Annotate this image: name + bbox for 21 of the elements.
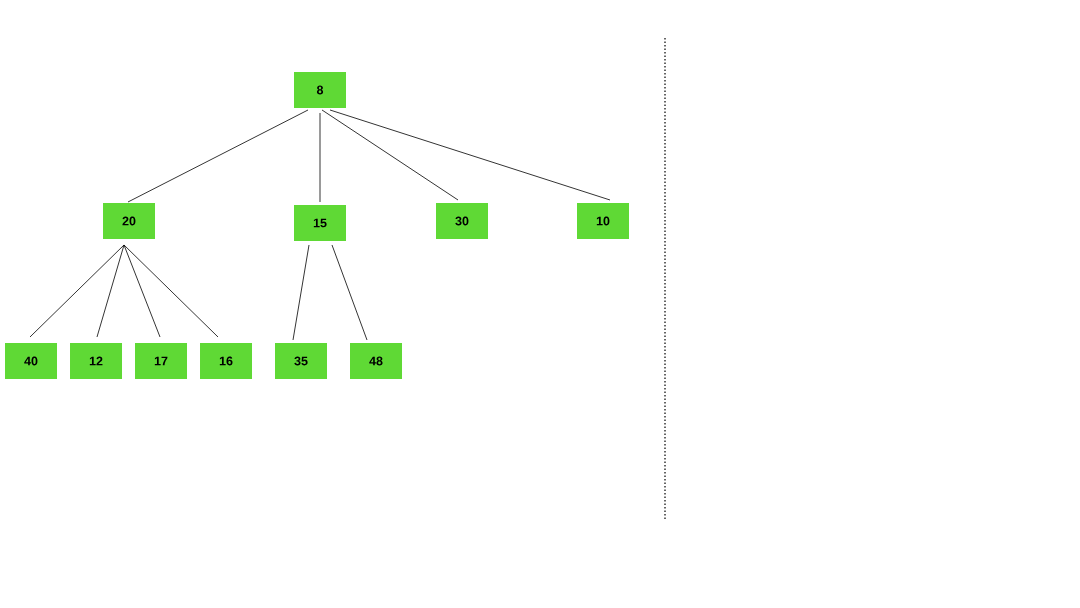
tree-node-box: 48 bbox=[350, 343, 402, 379]
tree-edge bbox=[319, 112, 321, 203]
tree-edge bbox=[292, 244, 310, 341]
tree-node-box: 8 bbox=[294, 72, 346, 108]
tree-node-box: 40 bbox=[5, 343, 57, 379]
tree-node-box: 20 bbox=[103, 203, 155, 239]
tree-edge bbox=[96, 244, 125, 338]
tree-node-box: 16 bbox=[200, 343, 252, 379]
tree-node-box: 10 bbox=[577, 203, 629, 239]
tree-edge bbox=[321, 109, 459, 201]
tree-node-box: 30 bbox=[436, 203, 488, 239]
tree-node-box: 15 bbox=[294, 205, 346, 241]
tree-node-box: 12 bbox=[70, 343, 122, 379]
tree-node-box: 35 bbox=[275, 343, 327, 379]
tree-edge bbox=[127, 109, 309, 203]
tree-edge bbox=[329, 109, 611, 201]
tree-edge bbox=[331, 244, 368, 341]
tree-edge bbox=[123, 244, 161, 338]
tree-node-box: 17 bbox=[135, 343, 187, 379]
tree-edge bbox=[123, 244, 219, 338]
tree-edge bbox=[29, 244, 125, 338]
